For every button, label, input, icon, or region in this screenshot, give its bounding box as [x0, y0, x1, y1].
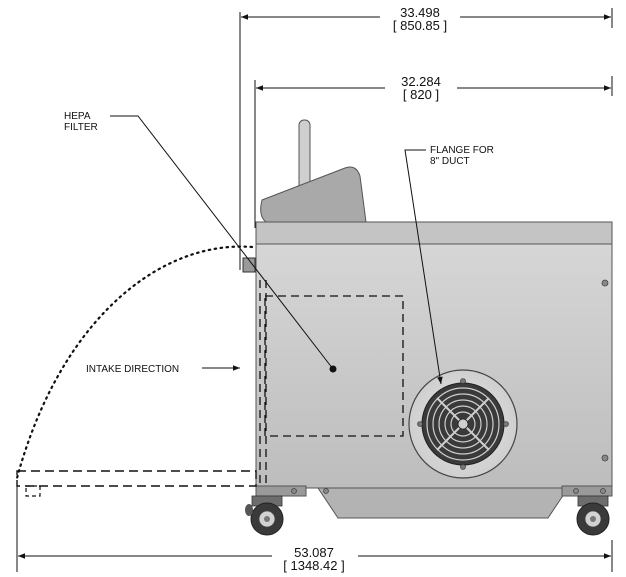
hepa-filter-label-line1: HEPA [64, 111, 91, 122]
extended-door-foot [25, 485, 41, 497]
intake-direction-label: INTAKE DIRECTION [86, 364, 179, 375]
machine [242, 119, 613, 536]
front-bracket [255, 485, 307, 497]
screw [291, 488, 297, 494]
extended-length-mm: [ 1348.42 ] [283, 558, 344, 573]
hepa-filter-label-line2: FILTER [64, 122, 98, 133]
control-box [260, 166, 367, 223]
hepa-leader-line [110, 115, 334, 370]
screw [323, 488, 329, 494]
hepa-filter-hidden [264, 295, 404, 437]
extended-filter-door [16, 470, 257, 487]
callout-hepa-filter: HEPA FILTER [64, 111, 334, 370]
body-width-mm: [ 820 ] [403, 87, 439, 102]
extended-length-inches: 53.087 [294, 545, 334, 560]
caster-rear [576, 495, 610, 536]
screw [573, 488, 579, 494]
screw [601, 454, 609, 462]
dimension-body-width: 32.284 [ 820 ] [254, 74, 613, 228]
callout-intake: INTAKE DIRECTION [86, 364, 240, 375]
top-plate [255, 221, 613, 245]
caster-front [245, 495, 284, 536]
screw [600, 488, 606, 494]
dimension-overall-width: 33.498 [ 850.85 ] [239, 4, 613, 270]
screw [601, 279, 609, 287]
door-swing-arc [15, 245, 254, 480]
overall-width-mm: [ 850.85 ] [393, 18, 447, 33]
callout-flange: FLANGE FOR 8" DUCT [404, 145, 494, 385]
flange-leader-line [404, 149, 443, 385]
base-tray [317, 487, 569, 519]
flange-label-line1: FLANGE FOR [430, 145, 494, 156]
dimension-extended-length: 53.087 [ 1348.42 ] [16, 482, 613, 573]
flange-label-line2: 8" DUCT [430, 156, 470, 167]
fan-flange [408, 369, 518, 479]
overall-width-inches: 33.498 [400, 5, 440, 20]
body-width-inches: 32.284 [401, 74, 441, 89]
hepa-latch [242, 257, 256, 273]
